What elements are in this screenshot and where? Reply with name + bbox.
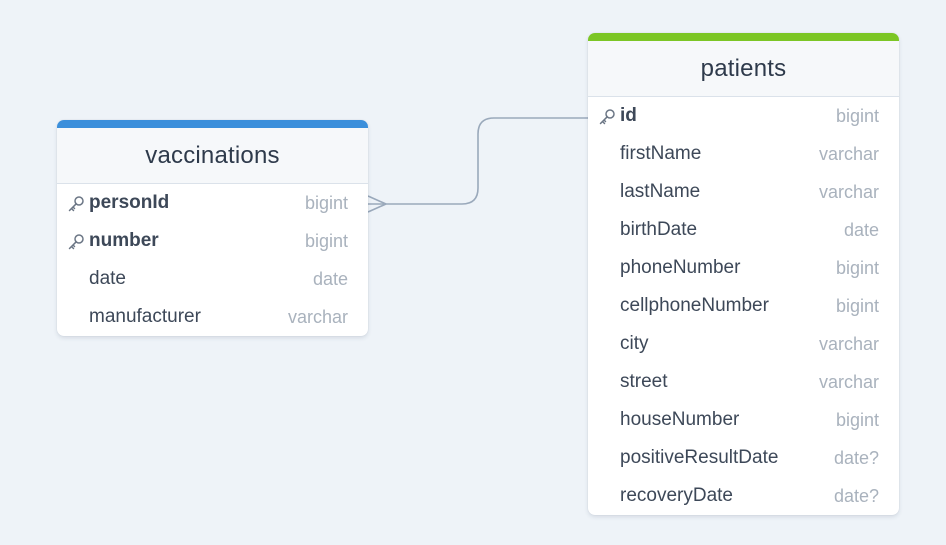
column-row[interactable]: personId bigint	[57, 184, 368, 222]
column-name: street	[620, 371, 668, 392]
column-row[interactable]: number bigint	[57, 222, 368, 260]
column-type: bigint	[835, 105, 879, 126]
column-type: varchar	[818, 333, 879, 354]
column-type: date?	[833, 485, 879, 506]
column-list: personId bigint number bigint date date manufa…	[57, 184, 368, 336]
column-row[interactable]: id bigint	[588, 97, 899, 135]
column-name: manufacturer	[89, 306, 201, 327]
column-row[interactable]: phoneNumber bigint	[588, 249, 899, 287]
column-row[interactable]: recoveryDate date?	[588, 477, 899, 515]
column-name: lastName	[620, 181, 701, 202]
column-type: date	[312, 268, 348, 289]
column-row[interactable]: manufacturer varchar	[57, 298, 368, 336]
column-name: city	[620, 333, 649, 354]
column-row[interactable]: positiveResultDate date?	[588, 439, 899, 477]
table-title[interactable]: patients	[588, 33, 899, 97]
column-type: varchar	[818, 143, 879, 164]
primary-key-icon	[67, 195, 85, 213]
column-row[interactable]: lastName varchar	[588, 173, 899, 211]
column-type: varchar	[287, 306, 348, 327]
column-list: id bigint firstName varchar lastName varchar b…	[588, 97, 899, 515]
column-row[interactable]: city varchar	[588, 325, 899, 363]
column-name: recoveryDate	[620, 485, 733, 506]
column-type: date?	[833, 447, 879, 468]
column-name: number	[89, 230, 159, 251]
column-name: houseNumber	[620, 409, 740, 430]
column-type: date	[843, 219, 879, 240]
column-type: bigint	[304, 192, 348, 213]
primary-key-icon	[67, 233, 85, 251]
column-row[interactable]: birthDate date	[588, 211, 899, 249]
crows-foot-many-marker	[367, 195, 387, 213]
column-name: personId	[89, 192, 170, 213]
column-name: id	[620, 105, 637, 126]
column-name: date	[89, 268, 126, 289]
column-row[interactable]: houseNumber bigint	[588, 401, 899, 439]
table-vaccinations[interactable]: vaccinations personId bigint number bigint d…	[57, 120, 368, 336]
column-name: phoneNumber	[620, 257, 741, 278]
column-type: varchar	[818, 181, 879, 202]
column-row[interactable]: street varchar	[588, 363, 899, 401]
column-row[interactable]: date date	[57, 260, 368, 298]
column-name: cellphoneNumber	[620, 295, 769, 316]
relationship-line[interactable]	[368, 117, 588, 205]
column-row[interactable]: cellphoneNumber bigint	[588, 287, 899, 325]
column-type: varchar	[818, 371, 879, 392]
primary-key-icon	[598, 108, 616, 126]
column-name: positiveResultDate	[620, 447, 779, 468]
table-title[interactable]: vaccinations	[57, 120, 368, 184]
column-name: firstName	[620, 143, 702, 164]
column-row[interactable]: firstName varchar	[588, 135, 899, 173]
column-type: bigint	[835, 295, 879, 316]
column-name: birthDate	[620, 219, 698, 240]
column-type: bigint	[835, 409, 879, 430]
column-type: bigint	[304, 230, 348, 251]
column-type: bigint	[835, 257, 879, 278]
